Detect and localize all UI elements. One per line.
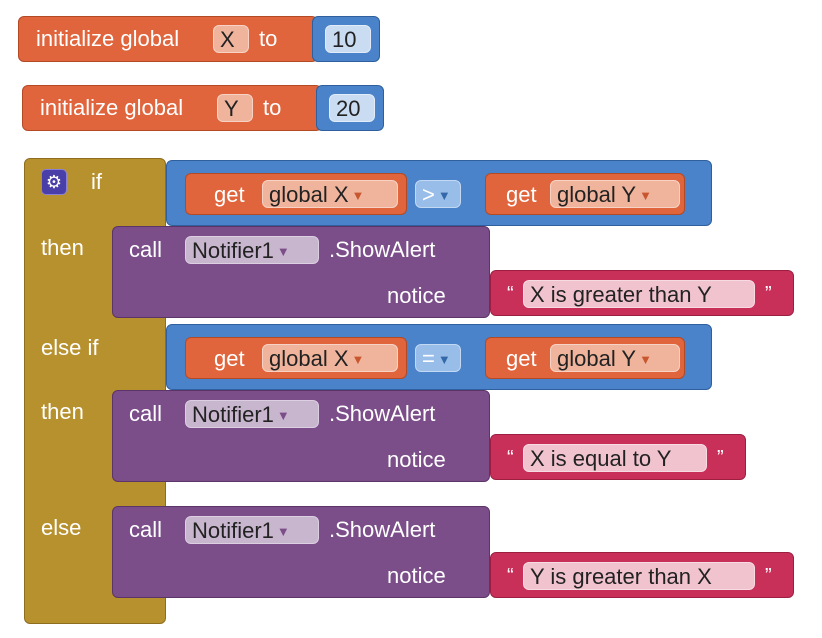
var-dropdown-label: global X — [269, 182, 349, 207]
quote-open: “ — [507, 447, 514, 469]
number-block-10[interactable]: 10 — [312, 16, 380, 62]
then-label: then — [41, 399, 84, 424]
text-value-field[interactable]: Y is greater than X — [523, 562, 755, 590]
compare-block-gt[interactable]: get global X▼ >▼ get global Y▼ — [166, 160, 712, 226]
get-global-y-block[interactable]: get global Y▼ — [485, 337, 685, 379]
gear-icon[interactable]: ⚙ — [41, 169, 67, 195]
get-label: get — [506, 346, 537, 371]
caret-down-icon: ▼ — [276, 524, 290, 539]
operator-dropdown[interactable]: =▼ — [415, 344, 461, 372]
init-label: initialize global — [40, 95, 184, 120]
get-label: get — [214, 182, 245, 207]
var-dropdown[interactable]: global X▼ — [262, 344, 398, 372]
caret-down-icon: ▼ — [351, 352, 365, 367]
operator-label: > — [422, 182, 435, 207]
component-dropdown[interactable]: Notifier1▼ — [185, 400, 319, 428]
quote-open: “ — [507, 283, 514, 305]
get-label: get — [506, 182, 537, 207]
caret-down-icon: ▼ — [437, 352, 451, 367]
to-label: to — [259, 26, 278, 51]
get-global-x-block[interactable]: get global X▼ — [185, 337, 407, 379]
get-global-y-block[interactable]: get global Y▼ — [485, 173, 685, 215]
component-label: Notifier1 — [192, 518, 274, 543]
to-label: to — [263, 95, 282, 120]
quote-open: “ — [507, 565, 514, 587]
quote-close: ” — [765, 565, 772, 587]
caret-down-icon: ▼ — [639, 352, 652, 367]
var-name-field[interactable]: Y — [217, 94, 253, 122]
get-global-x-block[interactable]: get global X▼ — [185, 173, 407, 215]
elseif-label: else if — [41, 335, 99, 360]
notice-label: notice — [387, 283, 446, 308]
var-dropdown[interactable]: global Y▼ — [550, 344, 680, 372]
call-label: call — [129, 401, 163, 426]
text-value-field[interactable]: X is greater than Y — [523, 280, 755, 308]
call-showalert-block[interactable]: call Notifier1▼ .ShowAlert notice — [112, 390, 490, 482]
call-showalert-block[interactable]: call Notifier1▼ .ShowAlert notice — [112, 226, 490, 318]
operator-dropdown[interactable]: >▼ — [415, 180, 461, 208]
number-field[interactable]: 10 — [325, 25, 371, 53]
call-label: call — [129, 237, 163, 262]
component-label: Notifier1 — [192, 402, 274, 427]
compare-block-eq[interactable]: get global X▼ =▼ get global Y▼ — [166, 324, 712, 390]
number-block-20[interactable]: 20 — [316, 85, 384, 131]
quote-close: ” — [717, 447, 724, 469]
method-label: .ShowAlert — [329, 237, 436, 262]
method-label: .ShowAlert — [329, 401, 436, 426]
text-block[interactable]: “ X is greater than Y ” — [490, 270, 794, 316]
component-dropdown[interactable]: Notifier1▼ — [185, 516, 319, 544]
text-block[interactable]: “ Y is greater than X ” — [490, 552, 794, 598]
operator-label: = — [422, 346, 435, 371]
text-block[interactable]: “ X is equal to Y ” — [490, 434, 746, 480]
var-dropdown-label: global Y — [557, 182, 637, 207]
var-name-field[interactable]: X — [213, 25, 249, 53]
notice-label: notice — [387, 447, 446, 472]
caret-down-icon: ▼ — [639, 188, 652, 203]
var-dropdown-label: global Y — [557, 346, 637, 371]
number-field[interactable]: 20 — [329, 94, 375, 122]
call-label: call — [129, 517, 163, 542]
init-label: initialize global — [36, 26, 180, 51]
notice-label: notice — [387, 563, 446, 588]
if-label: if — [91, 169, 102, 194]
var-dropdown[interactable]: global Y▼ — [550, 180, 680, 208]
get-label: get — [214, 346, 245, 371]
init-global-x-block[interactable]: initialize global X to — [18, 16, 318, 62]
var-dropdown[interactable]: global X▼ — [262, 180, 398, 208]
then-label: then — [41, 235, 84, 260]
var-dropdown-label: global X — [269, 346, 349, 371]
call-showalert-block[interactable]: call Notifier1▼ .ShowAlert notice — [112, 506, 490, 598]
caret-down-icon: ▼ — [276, 244, 290, 259]
quote-close: ” — [765, 283, 772, 305]
method-label: .ShowAlert — [329, 517, 436, 542]
caret-down-icon: ▼ — [276, 408, 290, 423]
caret-down-icon: ▼ — [437, 188, 451, 203]
text-value-field[interactable]: X is equal to Y — [523, 444, 707, 472]
caret-down-icon: ▼ — [351, 188, 365, 203]
component-label: Notifier1 — [192, 238, 274, 263]
else-label: else — [41, 515, 82, 540]
component-dropdown[interactable]: Notifier1▼ — [185, 236, 319, 264]
init-global-y-block[interactable]: initialize global Y to — [22, 85, 322, 131]
